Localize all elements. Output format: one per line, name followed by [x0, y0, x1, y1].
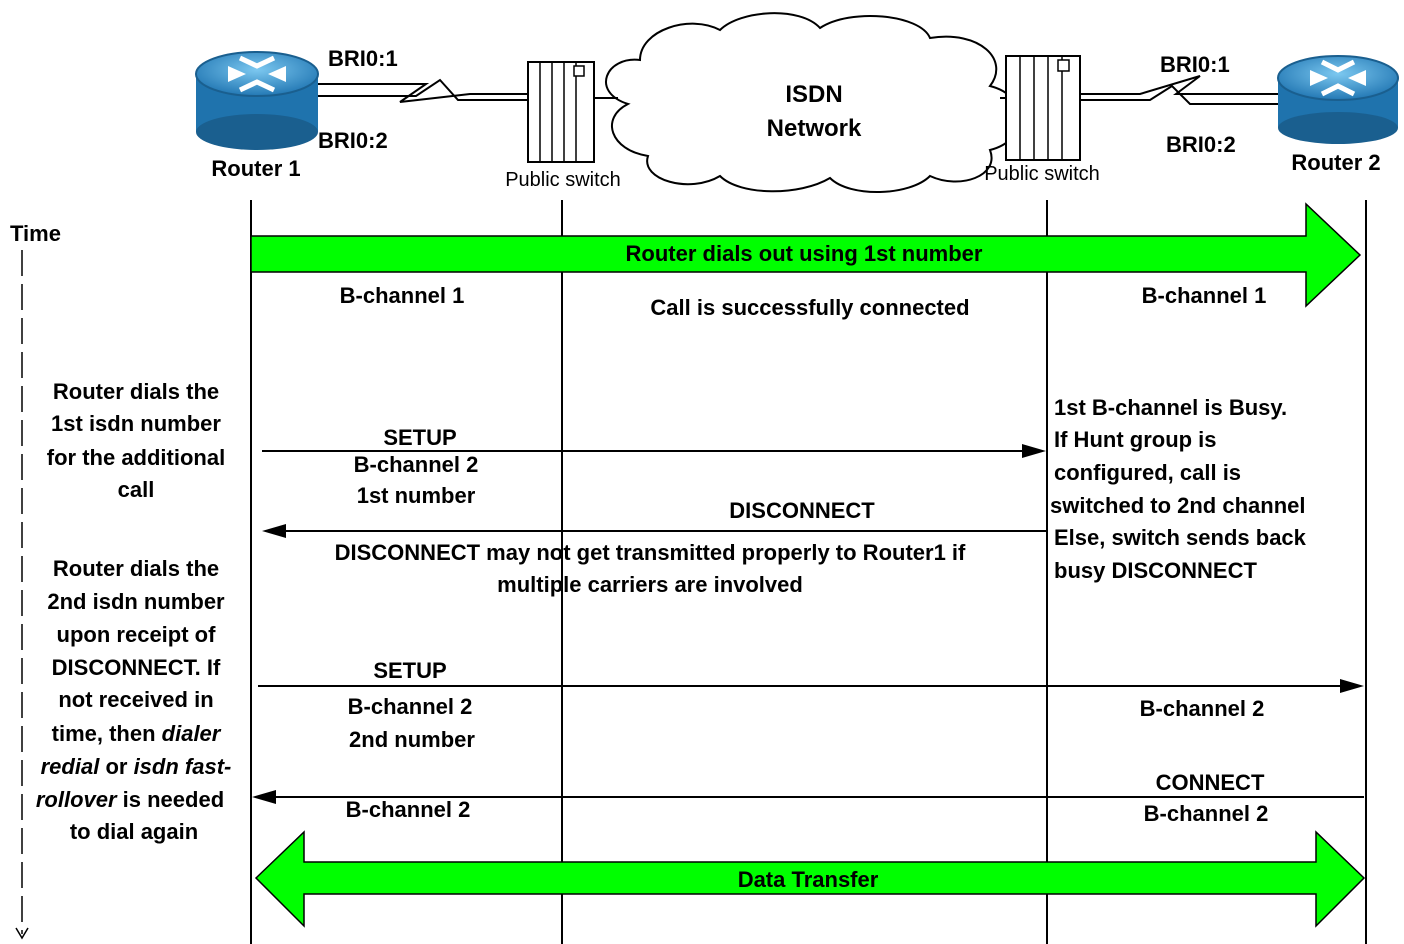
router-2-port2-label: BRI0:2 — [1166, 132, 1236, 157]
isdn-network-label-line2: Network — [767, 115, 862, 142]
router-2-label: Router 2 — [1291, 150, 1380, 175]
setup2-label: SETUP — [373, 658, 446, 683]
disconnect-arrowhead — [262, 524, 286, 538]
svg-text:time, then dialer: time, then dialer — [52, 721, 222, 746]
svg-text:not received in: not received in — [58, 687, 213, 712]
disconnect-note-line1: DISCONNECT may not get transmitted prope… — [335, 540, 966, 565]
public-switch-left-icon — [527, 61, 595, 163]
public-switch-left-label: Public switch — [505, 169, 621, 191]
dial-out-arrow — [250, 202, 1362, 308]
setup2-arrowhead — [1340, 679, 1364, 693]
time-axis-label: Time — [10, 221, 61, 246]
svg-text:switched to 2nd channel: switched to 2nd channel — [1050, 493, 1305, 518]
setup2-number-label: 2nd number — [349, 727, 475, 752]
disconnect-label: DISCONNECT — [729, 498, 875, 523]
svg-text:redial or isdn fast-: redial or isdn fast- — [41, 754, 232, 779]
public-switch-right-label: Public switch — [984, 163, 1100, 185]
call-connected-label: Call is successfully connected — [650, 295, 969, 320]
public-switch-right-icon — [1005, 55, 1081, 161]
time-axis-arrow-icon — [15, 927, 29, 940]
svg-text:If Hunt group is: If Hunt group is — [1054, 427, 1217, 452]
svg-text:Router dials the: Router dials the — [53, 556, 219, 581]
isdn-network-label-line1: ISDN — [785, 81, 842, 108]
svg-text:upon receipt of: upon receipt of — [57, 622, 217, 647]
router-1-icon — [195, 51, 319, 150]
data-transfer-arrow — [254, 830, 1366, 928]
svg-text:DISCONNECT. If: DISCONNECT. If — [52, 655, 221, 680]
bchannel1-left-label: B-channel 1 — [340, 283, 465, 308]
setup1-arrowhead — [1022, 444, 1046, 458]
svg-text:to dial again: to dial again — [70, 819, 198, 844]
data-transfer-label: Data Transfer — [738, 867, 879, 892]
left-note-second-call: Router dials the 2nd isdn number upon re… — [36, 556, 232, 844]
lifelines — [250, 200, 1367, 944]
connect-channel-label: B-channel 2 — [1144, 801, 1269, 826]
bchannel1-right-label: B-channel 1 — [1142, 283, 1267, 308]
setup1-label: SETUP — [383, 425, 456, 450]
disconnect-note-line2: multiple carriers are involved — [497, 572, 803, 597]
connect-arrowhead — [252, 790, 276, 804]
svg-text:call: call — [118, 477, 155, 502]
bchannel2-right-label: B-channel 2 — [1140, 696, 1265, 721]
isdn-network-cloud — [605, 12, 1021, 194]
router-1-isdn-link — [318, 78, 528, 103]
svg-text:configured, call is: configured, call is — [1054, 460, 1241, 485]
left-note-first-call: Router dials the 1st isdn number for the… — [47, 379, 225, 502]
svg-text:1st isdn number: 1st isdn number — [51, 411, 221, 436]
right-note-busy: 1st B-channel is Busy. If Hunt group is … — [1050, 395, 1307, 583]
svg-text:Router dials the: Router dials the — [53, 379, 219, 404]
router-2-port1-label: BRI0:1 — [1160, 52, 1230, 77]
router-1-port2-label: BRI0:2 — [318, 128, 388, 153]
router-1-port1-label: BRI0:1 — [328, 46, 398, 71]
svg-text:busy DISCONNECT: busy DISCONNECT — [1054, 558, 1257, 583]
router-2-icon — [1277, 55, 1399, 144]
bchannel2-left-label: B-channel 2 — [346, 797, 471, 822]
svg-text:for the additional: for the additional — [47, 445, 225, 470]
svg-text:2nd isdn number: 2nd isdn number — [47, 589, 225, 614]
svg-text:rollover is needed: rollover is needed — [36, 787, 224, 812]
setup2-channel-label: B-channel 2 — [348, 694, 473, 719]
router-2-isdn-link — [1080, 75, 1278, 105]
dial-out-label: Router dials out using 1st number — [626, 241, 983, 266]
svg-text:1st B-channel is Busy.: 1st B-channel is Busy. — [1054, 395, 1287, 420]
svg-text:Else, switch sends back: Else, switch sends back — [1054, 525, 1307, 550]
router-1-label: Router 1 — [211, 156, 300, 181]
setup1-number-label: 1st number — [357, 483, 476, 508]
setup1-channel-label: B-channel 2 — [354, 452, 479, 477]
connect-label: CONNECT — [1156, 770, 1265, 795]
